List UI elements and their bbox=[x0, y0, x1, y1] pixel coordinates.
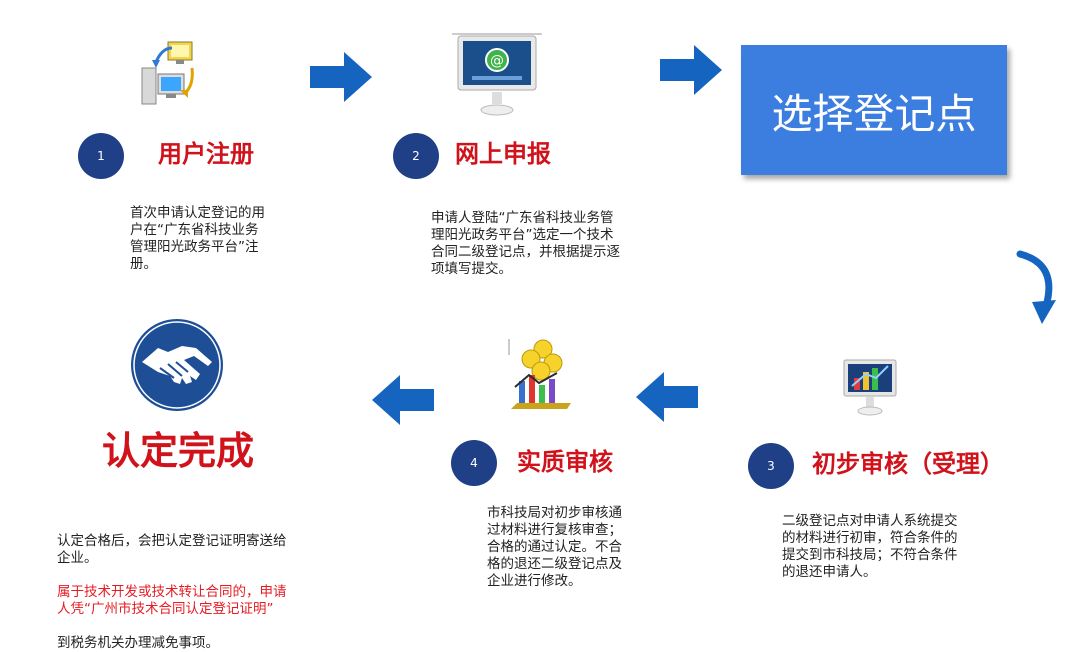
monitor-chart-icon bbox=[843, 359, 897, 416]
complete-description: 认定合格后，会把认定登记证明寄送给 企业。 属于技术开发或技术转让合同的，申请 … bbox=[57, 516, 377, 652]
select-registration-point-box: 选择登记点 bbox=[741, 45, 1007, 175]
arrow-left-2 bbox=[372, 375, 434, 425]
step-4-number: 4 bbox=[451, 440, 497, 486]
complete-description-text: 认定合格后，会把认定登记证明寄送给 企业。 bbox=[57, 533, 287, 566]
step-1-description: 首次申请认定登记的用 户在“广东省科技业务 管理阳光政务平台”注 册。 bbox=[130, 205, 265, 272]
monitor-web-icon: @ bbox=[452, 33, 542, 116]
arrow-left-1 bbox=[636, 372, 698, 422]
arrow-curve-down bbox=[1016, 250, 1056, 324]
arrow-right-2 bbox=[660, 45, 722, 95]
complete-note-red: 属于技术开发或技术转让合同的，申请 人凭“广州市技术合同认定登记证明” bbox=[57, 584, 287, 617]
computer-network-icon bbox=[141, 41, 194, 105]
step-3-title: 初步审核（受理） bbox=[812, 450, 1004, 478]
money-chart-icon bbox=[508, 339, 571, 409]
step-2-number: 2 bbox=[393, 133, 439, 179]
step-4-title: 实质审核 bbox=[517, 448, 613, 476]
step-4-description: 市科技局对初步审核通 过材料进行复核审查； 合格的通过认定。不合 格的退还二级登… bbox=[487, 505, 622, 589]
step-2-title: 网上申报 bbox=[455, 140, 551, 168]
arrow-right-1 bbox=[310, 52, 372, 102]
step-1-number: 1 bbox=[78, 133, 124, 179]
step-3-number: 3 bbox=[748, 443, 794, 489]
handshake-icon bbox=[131, 319, 223, 411]
step-1-title: 用户注册 bbox=[158, 140, 254, 168]
step-2-description: 申请人登陆“广东省科技业务管 理阳光政务平台”选定一个技术 合同二级登记点，并根… bbox=[431, 210, 620, 277]
complete-title: 认定完成 bbox=[102, 429, 255, 473]
svg-text:@: @ bbox=[490, 53, 504, 69]
complete-description-tail: 到税务机关办理减免事项。 bbox=[57, 635, 219, 651]
step-3-description: 二级登记点对申请人系统提交 的材料进行初审，符合条件的 提交到市科技局；不符合条… bbox=[782, 513, 958, 580]
